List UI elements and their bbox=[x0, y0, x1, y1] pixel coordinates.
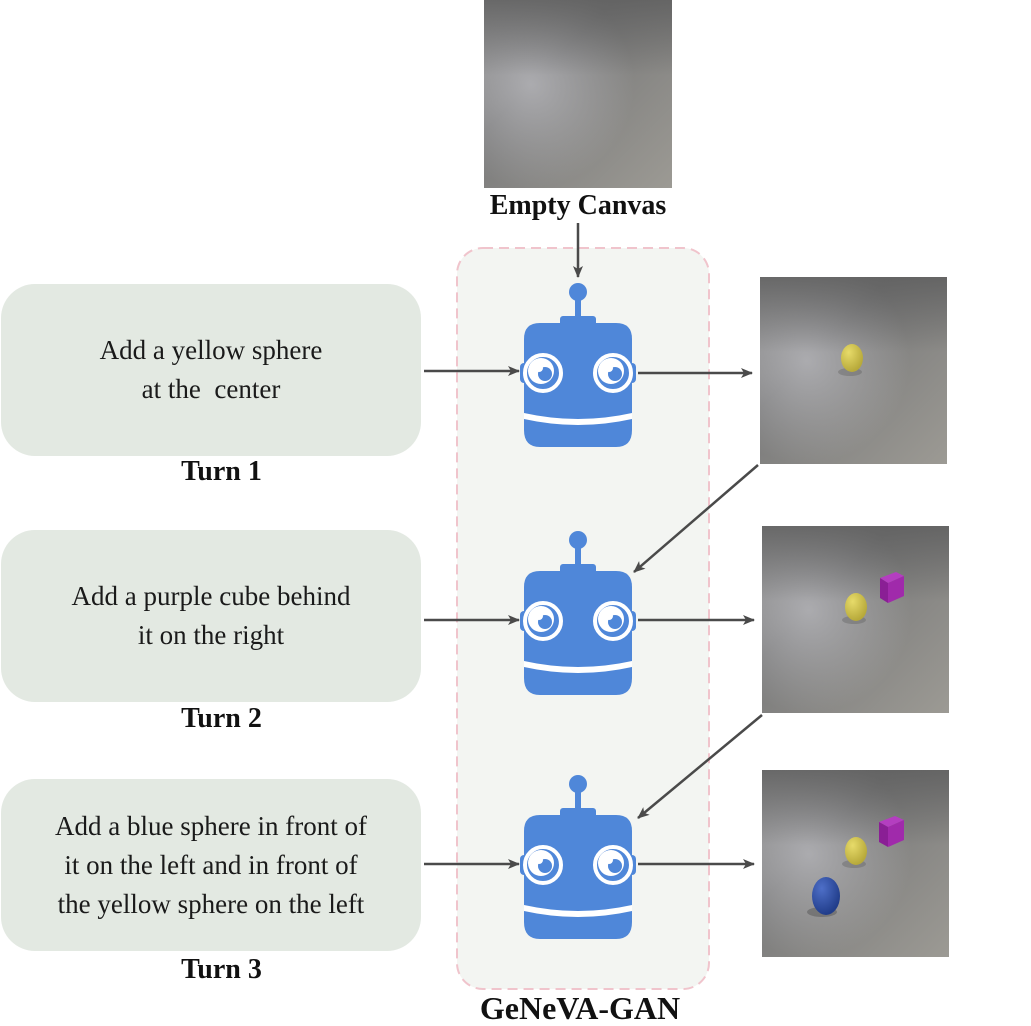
instruction-bubble-turn-1: Add a yellow sphere at the center bbox=[1, 284, 421, 456]
instruction-line: at the center bbox=[141, 374, 281, 404]
yellow-sphere bbox=[841, 344, 863, 372]
arrow-icon bbox=[633, 464, 759, 573]
instruction-bubble-turn-3: Add a blue sphere in front of it on the … bbox=[1, 779, 421, 951]
turn-label-1: Turn 1 bbox=[181, 456, 262, 487]
yellow-sphere bbox=[845, 837, 867, 865]
output-image-turn-3 bbox=[762, 770, 949, 957]
output-image-turn-1 bbox=[760, 277, 947, 464]
empty-canvas-label: Empty Canvas bbox=[489, 190, 667, 221]
blue-sphere bbox=[812, 877, 840, 915]
purple-cube bbox=[880, 572, 904, 603]
empty-canvas-image bbox=[484, 0, 672, 188]
instruction-bubble-turn-2: Add a purple cube behind it on the right bbox=[1, 530, 421, 702]
yellow-sphere bbox=[845, 593, 867, 621]
instruction-line: it on the left and in front of bbox=[64, 849, 358, 880]
instruction-line: Add a yellow sphere bbox=[99, 335, 323, 365]
robot-icon bbox=[520, 283, 636, 447]
instruction-line: Add a blue sphere in front of bbox=[55, 810, 367, 841]
turn-label-3: Turn 3 bbox=[181, 954, 262, 985]
instruction-line: it on the right bbox=[137, 620, 285, 650]
robot-icon bbox=[520, 775, 636, 939]
instruction-line: Add a purple cube behind bbox=[71, 581, 351, 611]
model-label: GeNeVA-GAN bbox=[479, 990, 681, 1026]
purple-cube bbox=[879, 816, 904, 847]
output-image-turn-2 bbox=[762, 526, 949, 713]
turn-label-2: Turn 2 bbox=[181, 703, 262, 734]
robot-icon bbox=[520, 531, 636, 695]
arrow-icon bbox=[637, 714, 763, 819]
instruction-line: the yellow sphere on the left bbox=[57, 888, 365, 919]
